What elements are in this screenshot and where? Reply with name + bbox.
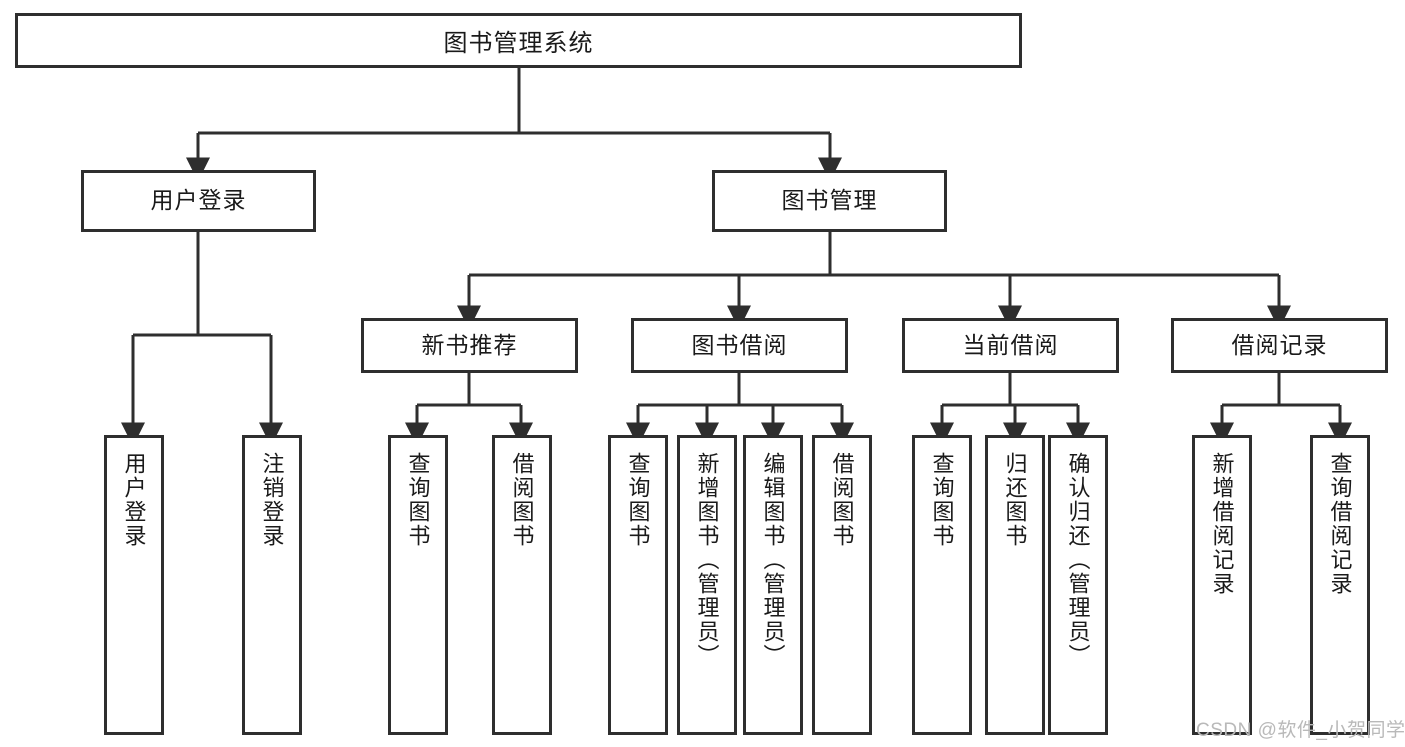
leaf-current-return-book[interactable]: 归还图书 xyxy=(985,435,1045,735)
node-label: 归还图书 xyxy=(1002,452,1028,548)
node-label: 新书推荐 xyxy=(421,331,518,358)
leaf-current-query-book[interactable]: 查询图书 xyxy=(912,435,972,735)
leaf-user-login-logout[interactable]: 注销登录 xyxy=(242,435,302,735)
node-label: 查询图书 xyxy=(405,452,431,548)
node-user-login[interactable]: 用户登录 xyxy=(81,170,316,232)
node-label: 新增图书（管理员） xyxy=(694,452,720,668)
node-label: 图书管理 xyxy=(781,187,878,214)
node-label: 编辑图书（管理员） xyxy=(760,452,786,668)
node-label: 用户登录 xyxy=(121,452,147,548)
node-root-book-management-system[interactable]: 图书管理系统 xyxy=(15,13,1022,68)
leaf-record-add-record[interactable]: 新增借阅记录 xyxy=(1192,435,1252,735)
leaf-record-query-record[interactable]: 查询借阅记录 xyxy=(1310,435,1370,735)
node-book-borrow[interactable]: 图书借阅 xyxy=(631,318,848,373)
node-label: 查询借阅记录 xyxy=(1327,452,1353,596)
node-label: 图书管理系统 xyxy=(443,30,594,57)
leaf-borrow-edit-book-admin[interactable]: 编辑图书（管理员） xyxy=(743,435,803,735)
node-label: 查询图书 xyxy=(625,452,651,548)
node-label: 当前借阅 xyxy=(962,331,1059,358)
leaf-borrow-borrow-book[interactable]: 借阅图书 xyxy=(812,435,872,735)
node-new-book-recommend[interactable]: 新书推荐 xyxy=(361,318,578,373)
leaf-borrow-query-book[interactable]: 查询图书 xyxy=(608,435,668,735)
node-borrow-record[interactable]: 借阅记录 xyxy=(1171,318,1388,373)
node-label: 注销登录 xyxy=(259,452,285,548)
leaf-recommend-borrow-book[interactable]: 借阅图书 xyxy=(492,435,552,735)
node-book-management[interactable]: 图书管理 xyxy=(712,170,947,232)
node-label: 新增借阅记录 xyxy=(1209,452,1235,596)
node-label: 用户登录 xyxy=(150,187,247,214)
node-label: 借阅图书 xyxy=(829,452,855,548)
node-label: 图书借阅 xyxy=(691,331,788,358)
node-label: 借阅记录 xyxy=(1231,331,1328,358)
node-current-borrow[interactable]: 当前借阅 xyxy=(902,318,1119,373)
node-label: 借阅图书 xyxy=(509,452,535,548)
csdn-watermark: CSDN @软件_小贺同学 xyxy=(1196,720,1405,741)
node-label: 确认归还（管理员） xyxy=(1065,452,1091,668)
node-label: 查询图书 xyxy=(929,452,955,548)
leaf-recommend-query-book[interactable]: 查询图书 xyxy=(388,435,448,735)
leaf-current-confirm-return-admin[interactable]: 确认归还（管理员） xyxy=(1048,435,1108,735)
leaf-user-login-login[interactable]: 用户登录 xyxy=(104,435,164,735)
leaf-borrow-add-book-admin[interactable]: 新增图书（管理员） xyxy=(677,435,737,735)
